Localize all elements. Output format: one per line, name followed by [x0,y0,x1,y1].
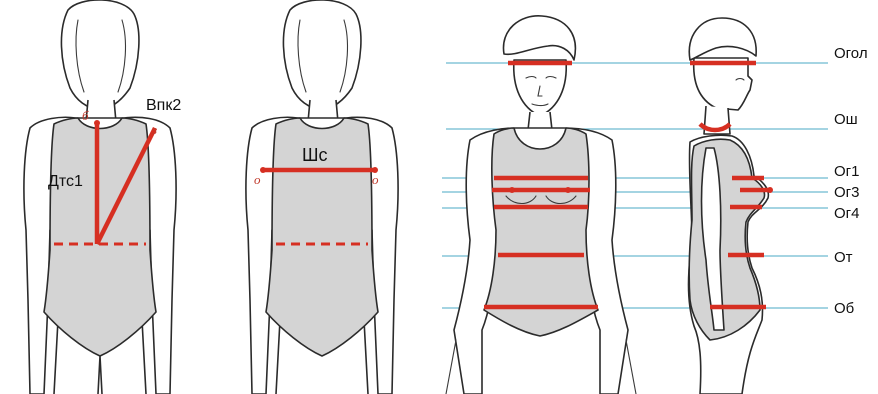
shs-label: Шс [302,145,328,165]
figure-side-view [689,18,774,394]
point-o-right-label: о [372,172,379,187]
label-ot: От [834,249,853,266]
dts1-label: Дтс1 [48,173,83,190]
figure-back-view-2: о о Шс [246,0,398,394]
point-z-label: з [151,122,157,137]
figure-back-view-1: б з Впк2 Дтс1 [24,0,181,394]
label-ob: Об [834,300,854,317]
label-ogol: Огол [834,45,868,62]
label-og1: Ог1 [834,163,859,180]
label-osh: Ош [834,111,858,128]
label-og3: Ог3 [834,184,859,201]
figure-front-view [446,16,636,394]
measurement-labels: Огол Ош Ог1 Ог3 Ог4 От Об [834,45,868,317]
point-b-label: б [82,108,89,123]
point-o-left-label: о [254,172,261,187]
label-og4: Ог4 [834,205,859,222]
vpk2-label: Впк2 [146,97,181,114]
